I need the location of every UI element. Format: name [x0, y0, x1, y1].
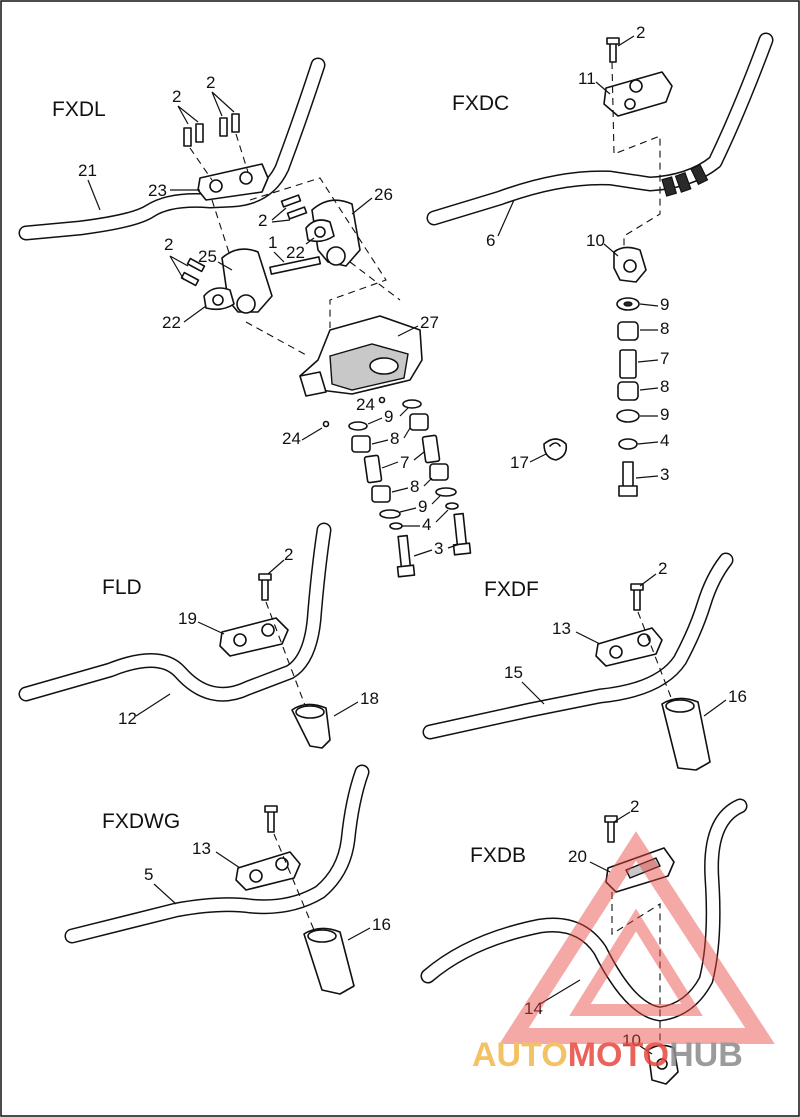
pin-1	[269, 256, 322, 275]
callout-number: 25	[198, 247, 217, 266]
callout-number: 15	[504, 663, 523, 682]
callout-number: 9	[384, 407, 393, 426]
callout-number: 2	[658, 559, 667, 578]
callout-number: 14	[524, 999, 543, 1018]
callout-number: 2	[636, 23, 645, 42]
riser-10-fxdb	[647, 1044, 679, 1085]
handlebar-14	[420, 798, 748, 1022]
model-label-fxdb: FXDB	[470, 844, 526, 867]
callout-number: 11	[578, 69, 596, 88]
watermark-triangle-inner	[569, 908, 703, 1016]
riser-bolts-3	[396, 512, 472, 578]
fxdwg-group: FXDWG 13 5 16	[64, 764, 391, 995]
riser-16-fxdf	[661, 697, 711, 771]
fxdf-group: FXDF 13 2 15 16	[422, 552, 747, 771]
riser-18	[291, 703, 331, 749]
callout-number: 9	[660, 295, 669, 314]
callout-number: 12	[118, 709, 137, 728]
callout-number: 21	[78, 161, 97, 180]
clamp-11	[603, 37, 673, 117]
callout-number: 8	[410, 477, 419, 496]
callout-number: 1	[268, 233, 277, 252]
fld-group: FLD 19 2 12 18	[18, 522, 379, 749]
callout-number: 5	[144, 865, 153, 884]
callout-number: 23	[148, 181, 167, 200]
callout-number: 26	[374, 185, 393, 204]
watermark-triangle-outer	[499, 831, 775, 1044]
callout-number: 9	[418, 497, 427, 516]
model-label-fxdc: FXDC	[452, 92, 509, 115]
wire-clip-17: 17	[510, 438, 568, 472]
callout-number: 9	[660, 405, 669, 424]
callout-number: 4	[422, 515, 431, 534]
callout-number: 22	[286, 243, 305, 262]
model-label-fxdf: FXDF	[484, 578, 539, 601]
callout-number: 10	[622, 1031, 641, 1050]
riser-25	[221, 248, 273, 314]
lower-clamp-22-right	[305, 219, 335, 243]
callout-number: 8	[660, 319, 669, 338]
riser-10-fxdc	[613, 246, 647, 283]
callout-number: 2	[630, 797, 639, 816]
callout-number: 24	[356, 395, 375, 414]
model-label-fxdwg: FXDWG	[102, 810, 180, 833]
watermark-text: AUTOMOTOHUB	[472, 1036, 743, 1074]
bracket-27	[299, 315, 423, 397]
clamp-19	[219, 573, 289, 657]
callout-number: 7	[400, 453, 409, 472]
callout-number: 17	[510, 453, 529, 472]
callout-number: 10	[586, 231, 605, 250]
callout-number: 2	[164, 235, 173, 254]
callout-number: 13	[192, 839, 211, 858]
handlebar-21	[18, 57, 326, 241]
fxdl-group: FXDL	[18, 57, 439, 397]
handlebar-12	[18, 522, 332, 702]
riser-26	[311, 199, 361, 267]
callout-number: 2	[206, 73, 215, 92]
clamp-13-fxdwg	[235, 805, 301, 891]
fxdc-group: FXDC 11 2 6 10 9	[426, 23, 774, 497]
callout-number: 3	[434, 539, 443, 558]
clamp-bolts-fxdl	[183, 113, 240, 147]
clamp-20	[604, 815, 675, 893]
callout-number: 13	[552, 619, 571, 638]
callout-number: 16	[728, 687, 747, 706]
callout-number: 3	[660, 465, 669, 484]
lower-clamp-22-left	[203, 287, 235, 311]
automotohub-watermark: AUTOMOTOHUB	[472, 831, 775, 1074]
center-riser-stack: 24 24 9 8 7 8 9 4	[282, 395, 472, 578]
callout-number: 19	[178, 609, 197, 628]
handlebar-5	[64, 764, 370, 944]
callout-number: 7	[660, 349, 669, 368]
callout-number: 2	[258, 211, 267, 230]
callout-number: 18	[360, 689, 379, 708]
callout-number: 8	[660, 377, 669, 396]
model-label-fld: FLD	[102, 576, 142, 599]
clamp-13-fxdf	[595, 583, 663, 667]
callout-number: 6	[486, 231, 495, 250]
callout-number: 2	[172, 87, 181, 106]
fxdb-group: FXDB 2 20 14 10	[420, 797, 748, 1085]
model-label-fxdl: FXDL	[52, 98, 106, 121]
callout-number: 24	[282, 429, 301, 448]
callout-number: 27	[420, 313, 439, 332]
handlebar-15	[422, 552, 734, 740]
callout-number: 16	[372, 915, 391, 934]
callout-number: 20	[568, 847, 587, 866]
callout-number: 4	[660, 431, 669, 450]
callout-number: 2	[284, 545, 293, 564]
callout-number: 22	[162, 313, 181, 332]
riser-16-fxdwg	[303, 927, 355, 995]
callout-number: 8	[390, 429, 399, 448]
handlebar-6	[426, 32, 774, 226]
